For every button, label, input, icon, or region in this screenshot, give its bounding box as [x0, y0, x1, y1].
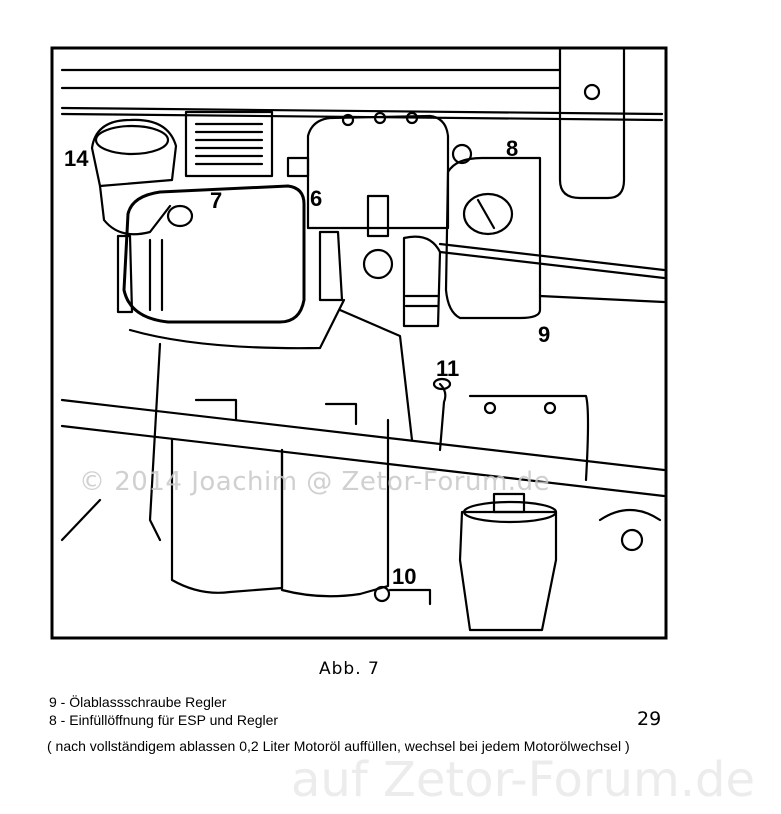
engine-illustration: 14 7 6 8 9 11 10 — [50, 46, 668, 640]
page-number: 29 — [637, 708, 662, 730]
legend-item: 8 - Einfüllöffnung für ESP und Regler — [49, 712, 279, 728]
callout-11: 11 — [436, 356, 459, 381]
callout-10: 10 — [392, 564, 416, 589]
callout-6: 6 — [310, 186, 322, 211]
legend-item: 9 - Ölablassschraube Regler — [49, 694, 227, 710]
callout-14: 14 — [64, 146, 89, 171]
callout-7: 7 — [210, 188, 222, 213]
watermark-footer: auf Zetor-Forum.de — [291, 752, 756, 808]
callout-8: 8 — [506, 136, 518, 161]
note-text: ( nach vollständigem ablassen 0,2 Liter … — [47, 738, 630, 754]
callout-9: 9 — [538, 322, 550, 347]
watermark-overlay: © 2014 Joachim @ Zetor-Forum.de — [79, 467, 551, 497]
figure-caption: Abb. 7 — [319, 659, 380, 679]
